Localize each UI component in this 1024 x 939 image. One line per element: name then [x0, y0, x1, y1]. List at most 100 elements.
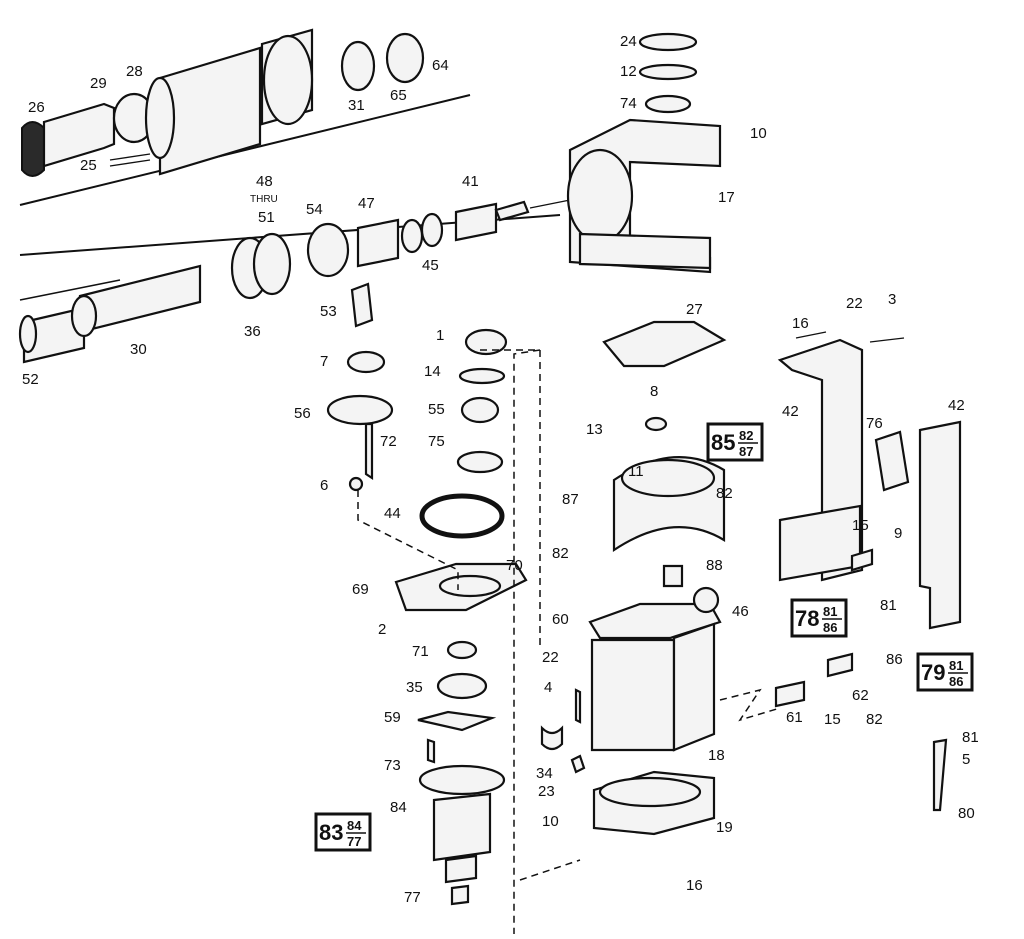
- callout-14: 14: [424, 363, 441, 380]
- callout-75: 75: [428, 433, 445, 450]
- callout-29: 29: [90, 75, 107, 92]
- callout-10: 10: [750, 125, 767, 142]
- callout-19: 19: [716, 819, 733, 836]
- kit-78-bottom: 86: [823, 620, 837, 635]
- kit-79-top: 81: [949, 658, 963, 673]
- callout-27: 27: [686, 301, 703, 318]
- callout-22b: 22: [846, 295, 863, 312]
- kit-85-top: 82: [739, 428, 753, 443]
- callout-7: 7: [320, 353, 328, 370]
- callout-4: 4: [544, 679, 552, 696]
- callout-34: 34: [536, 765, 553, 782]
- callout-62: 62: [852, 687, 869, 704]
- gear-stack-center: [394, 328, 528, 764]
- callout-88: 88: [706, 557, 723, 574]
- kit-79-bottom: 86: [949, 674, 963, 689]
- callout-55: 55: [428, 401, 445, 418]
- callout-15: 15: [852, 517, 869, 534]
- callout-41: 41: [462, 173, 479, 190]
- callout-77: 77: [404, 889, 421, 906]
- kit-83: 83 84 77: [314, 812, 372, 852]
- kit-79: 79 81 86: [916, 652, 974, 692]
- callout-53: 53: [320, 303, 337, 320]
- callout-36: 36: [244, 323, 261, 340]
- callout-60: 60: [552, 611, 569, 628]
- callout-71: 71: [412, 643, 429, 660]
- callout-69: 69: [352, 581, 369, 598]
- callout-82: 82: [716, 485, 733, 502]
- callout-81b: 81: [962, 729, 979, 746]
- callout-44: 44: [384, 505, 401, 522]
- handle-assembly: [774, 331, 962, 812]
- callout-64: 64: [432, 57, 449, 74]
- callout-42b: 42: [948, 397, 965, 414]
- kit-83-bottom: 77: [347, 834, 361, 849]
- callout-24: 24: [620, 33, 637, 50]
- callout-56: 56: [294, 405, 311, 422]
- callout-61: 61: [786, 709, 803, 726]
- field-stator: [602, 320, 727, 553]
- callout-5: 5: [962, 751, 970, 768]
- callout-22: 22: [542, 649, 559, 666]
- callout-80: 80: [958, 805, 975, 822]
- callout-labels: 26 29 28 25 31 65 64 48 THRU 51 54 47 45…: [22, 33, 979, 906]
- callout-59: 59: [384, 709, 401, 726]
- kit-83-main: 83: [319, 820, 343, 845]
- callout-30: 30: [130, 341, 147, 358]
- callout-73: 73: [384, 757, 401, 774]
- motor-housing: [540, 564, 722, 836]
- callout-74: 74: [620, 95, 637, 112]
- callout-54: 54: [306, 201, 323, 218]
- callout-52: 52: [22, 371, 39, 388]
- callout-70: 70: [506, 557, 523, 574]
- callout-65: 65: [390, 87, 407, 104]
- callout-13: 13: [586, 421, 603, 438]
- kit-78-top: 81: [823, 604, 837, 619]
- chuck-assembly: [21, 28, 425, 177]
- callout-84: 84: [390, 799, 407, 816]
- callout-17: 17: [718, 189, 735, 206]
- kit-85-main: 85: [711, 430, 735, 455]
- callout-9: 9: [894, 525, 902, 542]
- callout-51: 51: [258, 209, 275, 226]
- callout-3: 3: [888, 291, 896, 308]
- callout-18: 18: [708, 747, 725, 764]
- callout-25: 25: [80, 157, 97, 174]
- callout-46: 46: [732, 603, 749, 620]
- callout-72: 72: [380, 433, 397, 450]
- kit-85: 85 82 87: [706, 422, 764, 462]
- callout-76: 76: [866, 415, 883, 432]
- callout-82c: 82: [866, 711, 883, 728]
- callout-23: 23: [538, 783, 555, 800]
- callout-42: 42: [782, 403, 799, 420]
- callout-87: 87: [562, 491, 579, 508]
- gear-stack-left: [326, 282, 394, 492]
- callout-12: 12: [620, 63, 637, 80]
- callout-81: 81: [880, 597, 897, 614]
- callout-16: 16: [792, 315, 809, 332]
- callout-15b: 15: [824, 711, 841, 728]
- callout-35: 35: [406, 679, 423, 696]
- kit-79-main: 79: [921, 660, 945, 685]
- crank-housing: [566, 32, 722, 274]
- callout-11: 11: [628, 463, 644, 480]
- callout-31: 31: [348, 97, 365, 114]
- callout-82b: 82: [552, 545, 569, 562]
- callout-16b: 16: [686, 877, 703, 894]
- armature: [418, 764, 506, 906]
- kit-78: 78 81 86: [790, 598, 848, 638]
- callout-48: 48: [256, 173, 273, 190]
- callout-47: 47: [358, 195, 375, 212]
- callout-10b: 10: [542, 813, 559, 830]
- callout-6: 6: [320, 477, 328, 494]
- callout-8: 8: [650, 383, 658, 400]
- kit-78-main: 78: [795, 606, 819, 631]
- assembly-lines: [357, 349, 781, 934]
- callout-1: 1: [436, 327, 444, 344]
- callout-45: 45: [422, 257, 439, 274]
- piston-assembly: [18, 199, 571, 364]
- callout-28: 28: [126, 63, 143, 80]
- callout-2: 2: [378, 621, 386, 638]
- callout-86: 86: [886, 651, 903, 668]
